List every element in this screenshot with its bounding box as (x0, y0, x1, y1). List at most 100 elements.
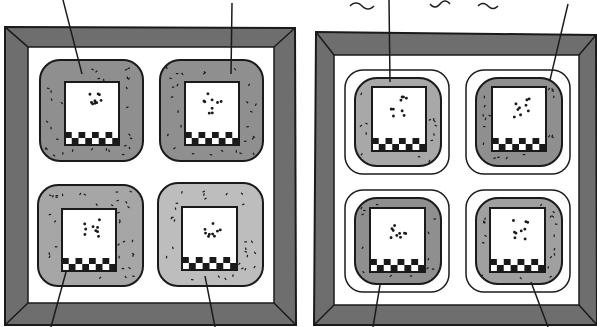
chip-dot (216, 101, 219, 104)
chip-dot (204, 232, 207, 235)
speckle-mark (171, 217, 172, 219)
speckle-mark (128, 68, 130, 69)
checker-square (69, 264, 76, 270)
callout-line (231, 3, 232, 74)
checker-square (210, 257, 217, 263)
chip-dot (400, 99, 403, 102)
checker-square (92, 132, 99, 138)
checker-square (406, 144, 413, 150)
speckle-mark (49, 252, 50, 254)
checker-square (96, 264, 103, 270)
speckle-mark (169, 78, 171, 79)
chip-dot (96, 226, 99, 229)
checker-square (62, 258, 69, 264)
chip-dot (213, 235, 216, 238)
checker-square (89, 258, 96, 264)
speckle-mark (434, 133, 435, 135)
chip-dot (390, 108, 393, 111)
right-panel (314, 0, 597, 327)
chip-dot (399, 236, 402, 239)
checker-square (384, 259, 391, 265)
chip-dot (519, 113, 522, 116)
checker-square (82, 264, 89, 270)
chip-dot (390, 236, 393, 239)
checker-square (99, 138, 106, 144)
checker-square (538, 265, 545, 271)
checker-square (379, 144, 386, 150)
speckle-mark (363, 210, 365, 211)
speckle-mark (245, 248, 246, 250)
checker-square (490, 259, 497, 265)
checker-square (533, 138, 540, 144)
speckle-mark (173, 247, 174, 249)
chip-dot (98, 93, 101, 96)
chip-dot (405, 97, 408, 100)
speckle-mark (552, 91, 554, 92)
checker-square (106, 132, 113, 138)
top-squiggle (478, 4, 498, 9)
checker-square (76, 258, 83, 264)
checker-square (411, 259, 418, 265)
checker-square (391, 265, 398, 271)
chip-dot (211, 107, 214, 110)
chip-dot (92, 225, 95, 228)
chip-dot (203, 100, 206, 103)
speckle-mark (55, 197, 57, 198)
speckle-mark (233, 274, 234, 276)
speckle-mark (49, 195, 51, 196)
checker-square (230, 263, 237, 269)
checker-square (399, 138, 406, 144)
checker-square (418, 265, 425, 271)
speckle-mark (125, 69, 127, 70)
speckle-mark (365, 123, 367, 124)
speckle-mark (124, 145, 126, 146)
checker-square (392, 144, 399, 150)
checker-square (386, 138, 393, 144)
chip-dot (207, 92, 210, 95)
checker-square (109, 264, 116, 270)
chip-dot (392, 115, 395, 118)
chip-dot (211, 111, 214, 114)
speckle-mark (56, 139, 58, 140)
speckle-mark (410, 276, 412, 277)
chip-dot (404, 232, 407, 235)
speckle-mark (481, 275, 483, 276)
speckle-mark (168, 134, 169, 136)
chip-dot (515, 232, 518, 235)
speckle-mark (493, 158, 495, 159)
chip-dot (84, 228, 87, 231)
speckle-mark (182, 191, 183, 193)
speckle-mark (485, 218, 486, 220)
chip-dot (528, 97, 531, 100)
top-squiggle (430, 1, 450, 7)
checker-square (192, 138, 199, 144)
checker-square (419, 144, 426, 150)
chip-dot (391, 227, 394, 230)
checker-square (85, 138, 92, 144)
right-tile-br (466, 190, 570, 292)
chip-dot (211, 233, 214, 236)
checker-square (518, 259, 525, 265)
checker-square (377, 265, 384, 271)
chip-dot (219, 228, 222, 231)
speckle-mark (204, 193, 205, 195)
checker-square (65, 132, 72, 138)
chip-dot (100, 99, 103, 102)
right-tile-tr (466, 70, 570, 174)
checker-square (512, 144, 519, 150)
chip-dot (525, 220, 528, 223)
speckle-mark (63, 152, 64, 154)
speckle-mark (361, 93, 362, 95)
checker-square (112, 138, 119, 144)
speckle-mark (52, 195, 53, 197)
chip-dot (83, 223, 86, 226)
left-tile-bl (38, 185, 143, 286)
chip-dot (518, 106, 521, 109)
chip-dot (89, 93, 92, 96)
chip-dot (524, 238, 527, 241)
checker-square (511, 265, 518, 271)
speckle-mark (210, 154, 212, 155)
chip-dot (393, 224, 396, 227)
checker-square (216, 263, 223, 269)
